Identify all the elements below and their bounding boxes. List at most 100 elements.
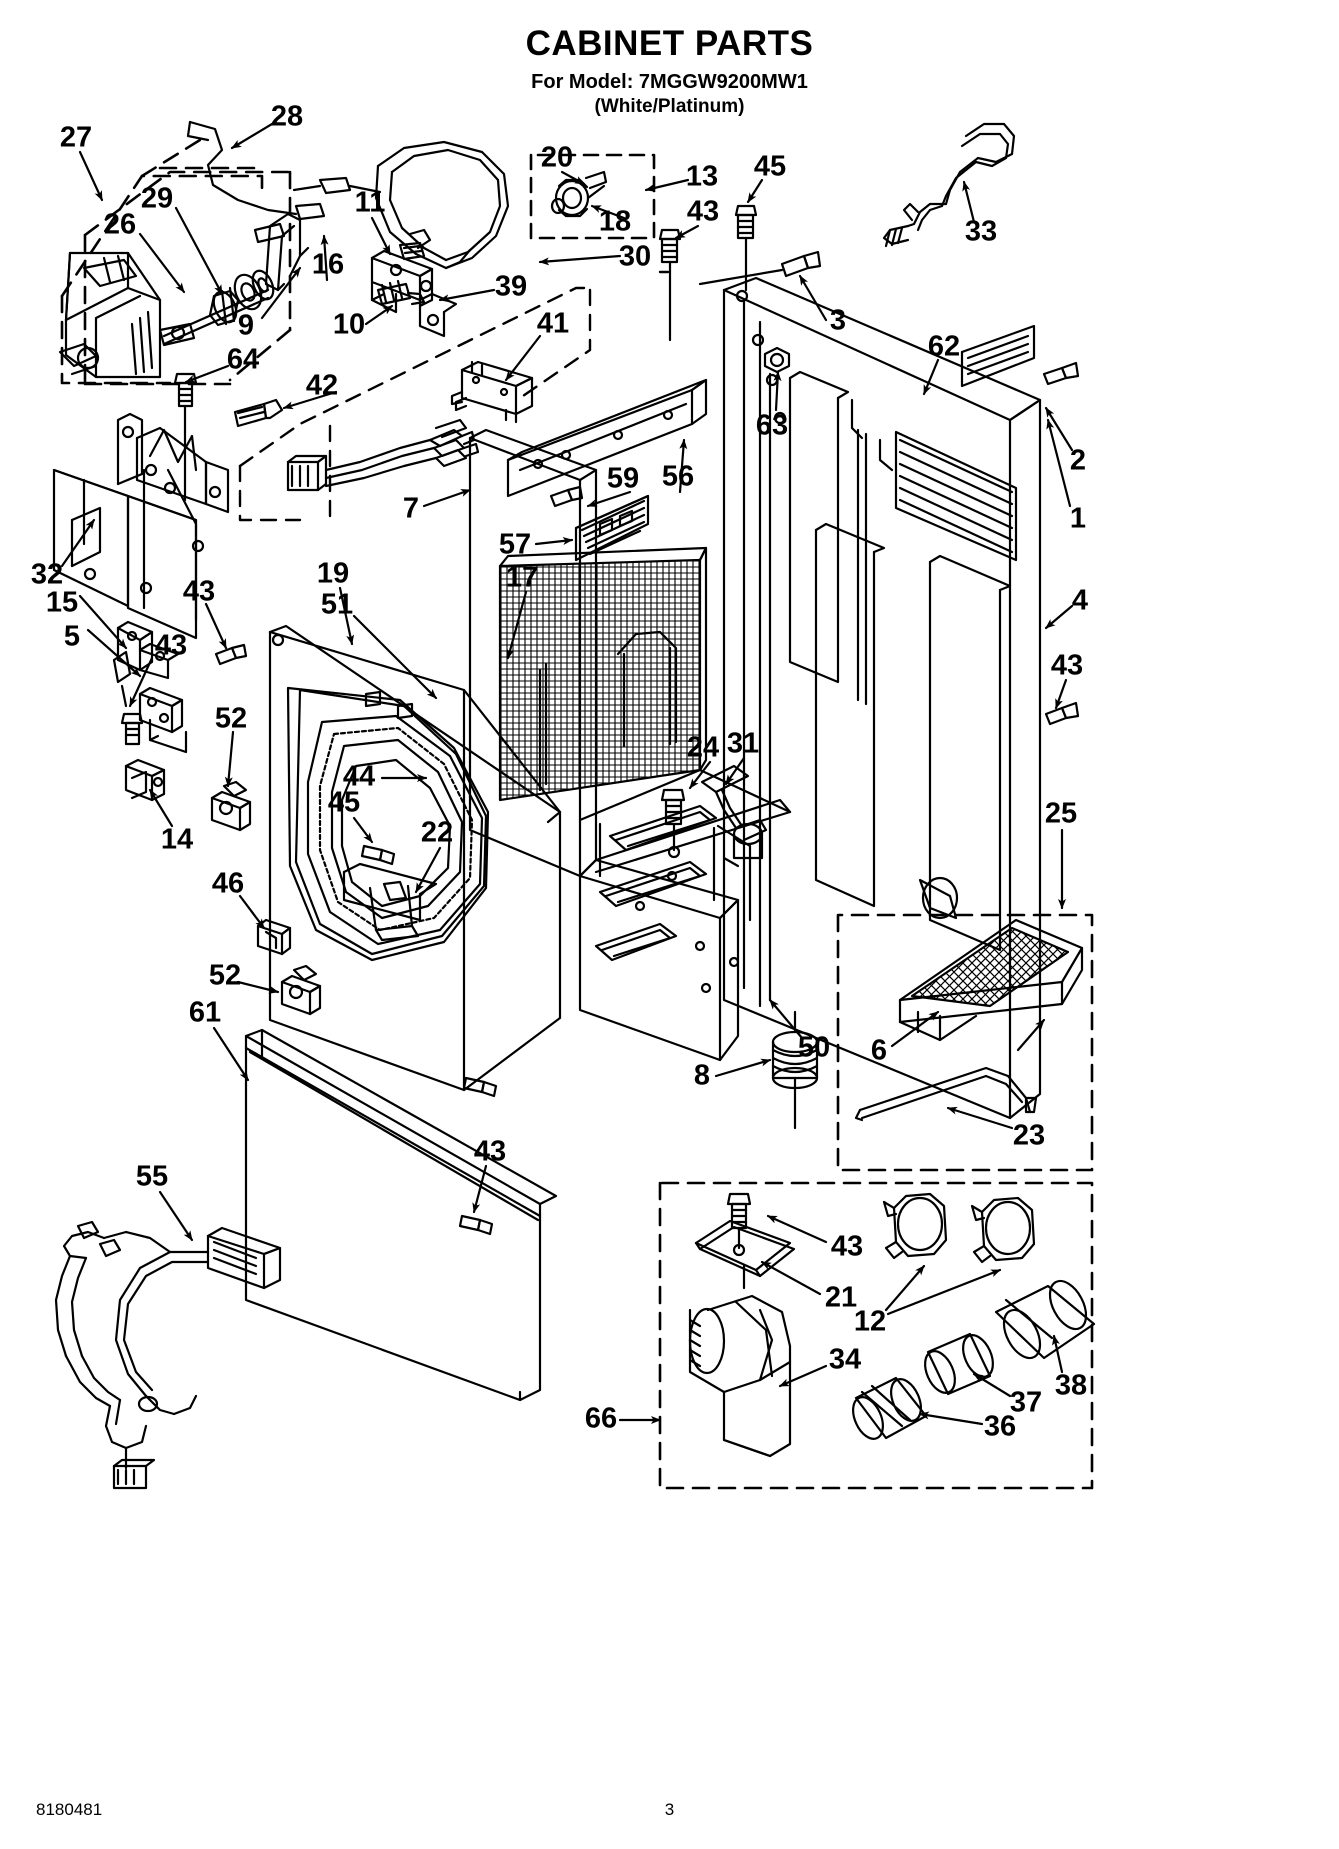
callout-44: 44 (342, 760, 376, 793)
callout-34: 34 (828, 1343, 862, 1376)
callout-59: 59 (606, 462, 640, 495)
callout-31: 31 (726, 727, 760, 760)
callout-46: 46 (211, 867, 245, 900)
callout-11: 11 (354, 186, 386, 219)
callout-10: 10 (332, 308, 366, 341)
motor-support-bracket (52, 412, 230, 640)
bumper-52-lower (280, 964, 322, 1016)
callout-27: 27 (59, 121, 93, 154)
leader-lines (60, 122, 1074, 1426)
callout-39: 39 (494, 270, 528, 303)
door-seal-44 (306, 714, 484, 946)
callout-28: 28 (270, 100, 304, 133)
callout-26: 26 (103, 208, 137, 241)
callout-56: 56 (661, 460, 695, 493)
bumper-52-upper (210, 780, 252, 832)
callout-45-upper: 45 (753, 150, 787, 183)
callout-33: 33 (964, 215, 998, 248)
callout-41: 41 (536, 307, 570, 340)
lint-screen-6 (898, 918, 1084, 1042)
motor-clamp-strap (253, 212, 310, 292)
motor-lead-wire (186, 120, 382, 221)
callout-5: 5 (63, 620, 81, 653)
callout-43-front: 43 (473, 1135, 507, 1168)
callout-6: 6 (870, 1034, 888, 1067)
document-code: 8180481 (36, 1800, 103, 1819)
callout-57: 57 (498, 528, 532, 561)
harness-42 (286, 418, 480, 492)
callout-30: 30 (618, 240, 652, 273)
callout-38: 38 (1054, 1369, 1088, 1402)
callout-4: 4 (1071, 584, 1089, 617)
clamp-14 (124, 758, 166, 802)
vent-clamp-upper-left (882, 1192, 948, 1260)
switch-41 (450, 360, 534, 424)
screw-43-right (1044, 701, 1080, 726)
callout-43-vent: 43 (830, 1230, 864, 1263)
screw-43-left-lower (120, 712, 144, 746)
duct-38 (994, 1279, 1096, 1360)
callout-43-left-a: 43 (182, 575, 216, 608)
callout-42: 42 (305, 369, 339, 402)
callout-51: 51 (320, 588, 354, 621)
callout-25: 25 (1044, 797, 1078, 830)
drive-belt (374, 140, 510, 270)
toe-panel-61 (244, 1028, 558, 1402)
callout-14: 14 (160, 823, 194, 856)
page-title: CABINET PARTS (525, 24, 814, 63)
callout-50: 50 (797, 1031, 831, 1064)
door-tab-upper (364, 690, 414, 720)
callout-36: 36 (983, 1410, 1017, 1443)
idler-bracket-assembly (370, 228, 458, 338)
color-variant-label: (White/Platinum) (594, 96, 745, 117)
callout-23: 23 (1012, 1119, 1046, 1152)
screw-59 (549, 485, 584, 508)
callout-15: 15 (45, 586, 79, 619)
ring-36 (852, 1376, 928, 1440)
group-boundary-motor (60, 138, 264, 385)
model-label: For Model: 7MGGW9200MW1 (531, 71, 808, 93)
callout-61: 61 (188, 996, 222, 1029)
callout-9: 9 (237, 309, 255, 342)
speed-nut-63 (763, 346, 791, 374)
callout-45-door: 45 (327, 786, 361, 819)
callout-17: 17 (505, 561, 539, 594)
terminal-blocks (112, 620, 188, 754)
callout-66: 66 (584, 1402, 618, 1435)
drive-motor (58, 251, 196, 379)
leveling-leg-8 (771, 1010, 819, 1130)
wire-harness-55 (54, 1220, 282, 1490)
screw-24 (660, 788, 686, 859)
callout-3: 3 (829, 304, 847, 337)
callout-1: 1 (1069, 502, 1087, 535)
power-cord-33 (882, 122, 1016, 248)
vent-clamp-upper-right (970, 1196, 1036, 1264)
page-number: 3 (664, 1800, 675, 1819)
screw-43-front-lower2 (458, 1214, 494, 1236)
screw-43-plate (726, 1192, 752, 1257)
front-panel-19 (268, 624, 562, 1092)
callout-18: 18 (598, 205, 632, 238)
group-boundary-motor-2 (83, 170, 292, 386)
door-hinge-22 (342, 862, 438, 922)
clip-46 (256, 918, 292, 956)
callout-52-upper: 52 (214, 702, 248, 735)
group-boundary-idler (529, 153, 656, 240)
callout-24: 24 (686, 731, 720, 764)
callout-16: 16 (311, 248, 345, 281)
lint-tool-23 (854, 1066, 1038, 1122)
page-header: CABINET PARTS For Model: 7MGGW9200MW1 (W… (0, 26, 1339, 118)
screw-43-front-lower (462, 1076, 498, 1098)
screw-45-door (360, 844, 396, 866)
plate-21 (694, 1219, 796, 1290)
callout-22: 22 (420, 816, 454, 849)
idler-pulley (550, 170, 608, 218)
callout-32: 32 (30, 558, 64, 591)
callout-62: 62 (927, 330, 961, 363)
screw-42 (233, 398, 284, 428)
panel-62 (960, 324, 1036, 388)
screw-64 (173, 372, 198, 442)
callout-55: 55 (135, 1160, 169, 1193)
